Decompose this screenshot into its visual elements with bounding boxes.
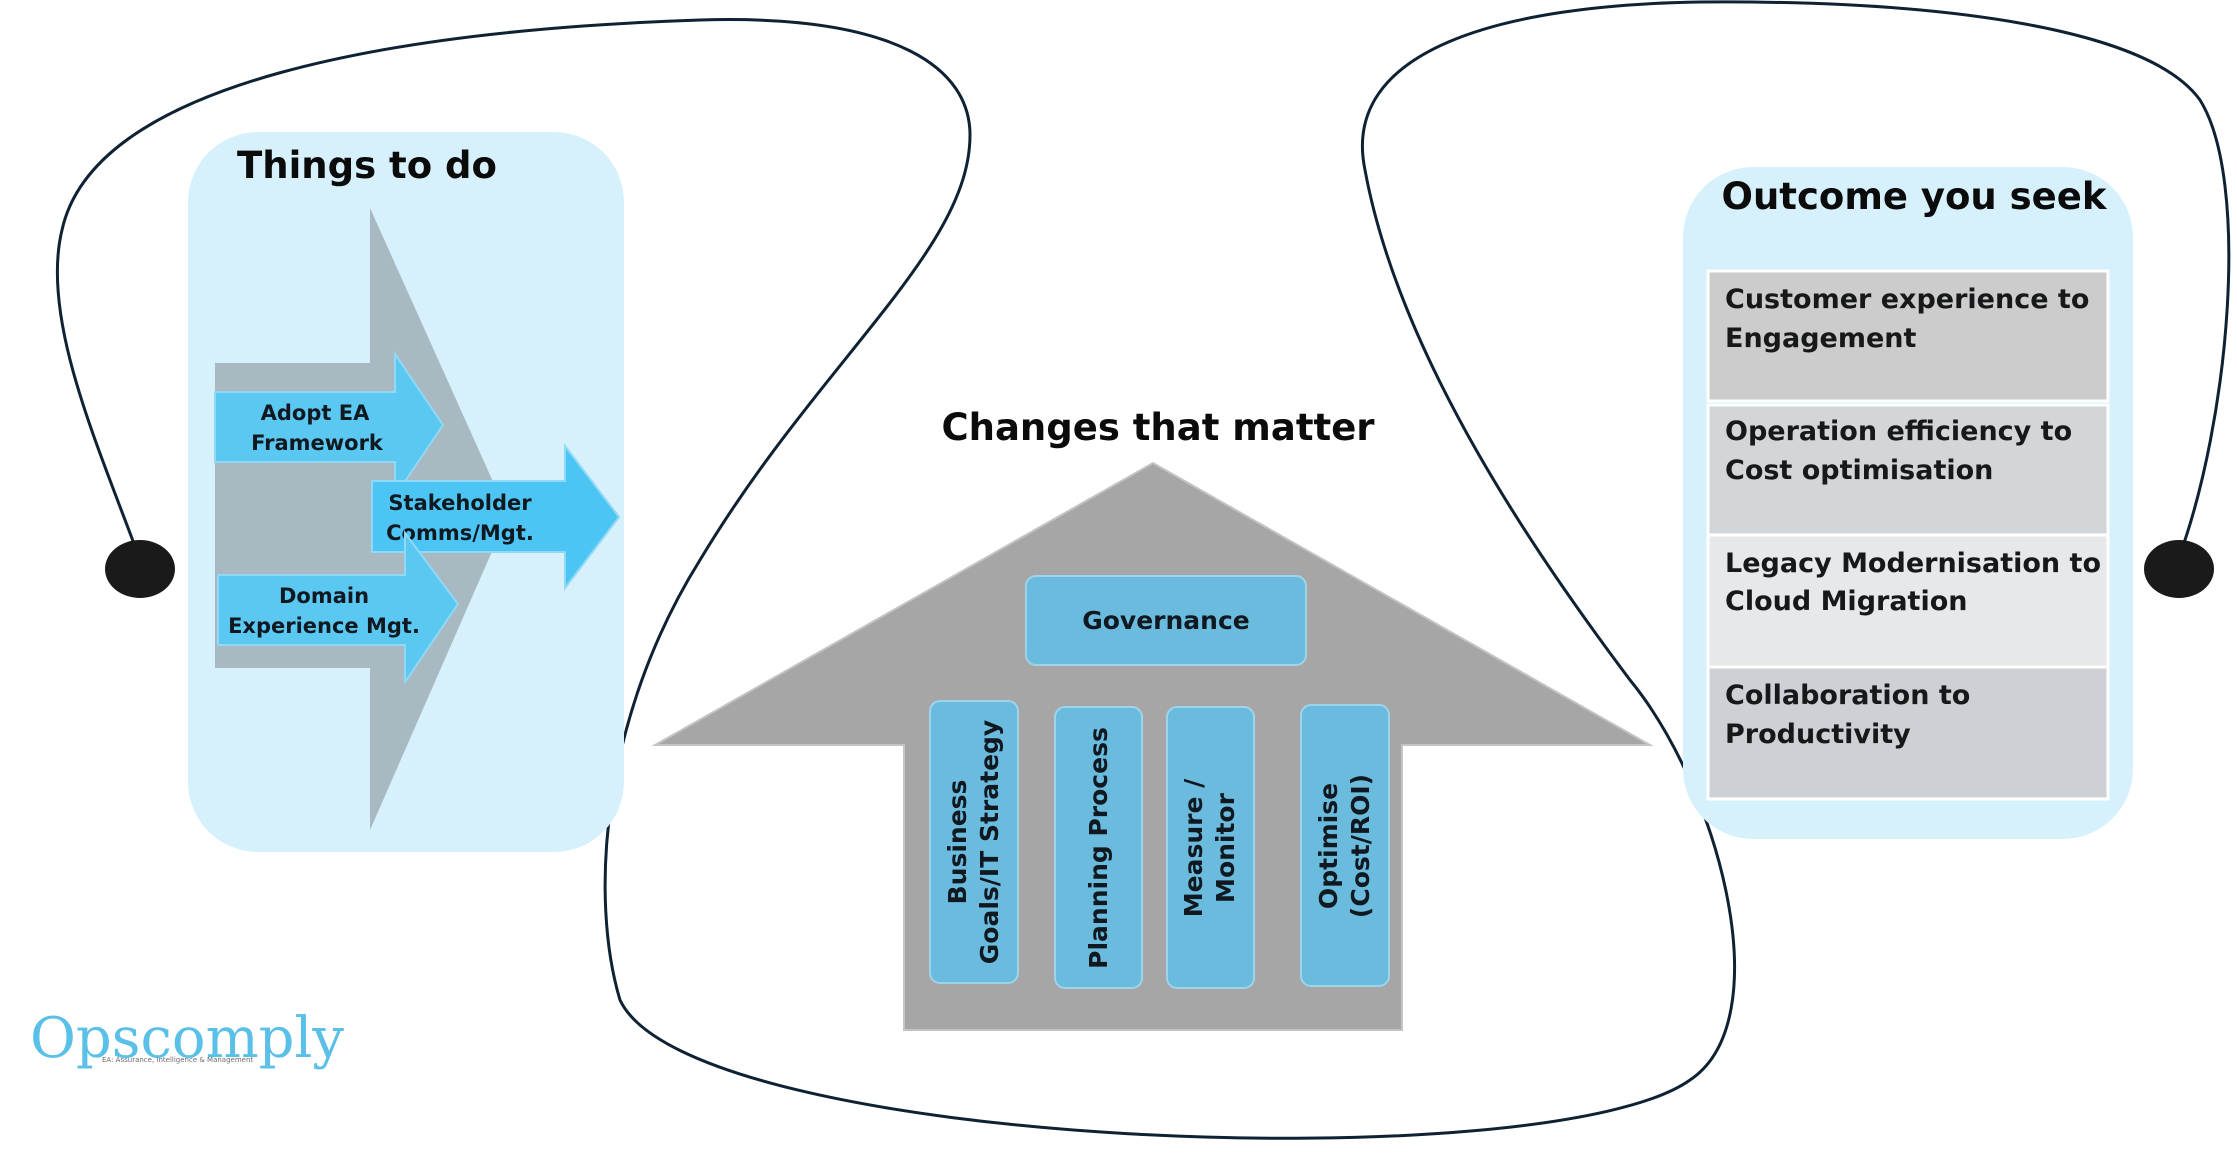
- pillar-measure-monitor-label-line2: Monitor: [1211, 792, 1240, 903]
- house-shape: [651, 461, 1654, 1031]
- adopt-ea-label: Adopt EA: [261, 401, 370, 425]
- governance-label: Governance: [1082, 606, 1250, 635]
- changes-house: Changes that matter Governance Business …: [651, 406, 1654, 1031]
- pillar-measure-monitor: [1166, 706, 1255, 989]
- stakeholder-label: Stakeholder: [388, 491, 532, 515]
- outcome-item-4-label-line2: Productivity: [1725, 719, 1911, 750]
- logo-wordmark: Opscomply: [30, 1006, 344, 1071]
- pillar-planning-process: [1054, 706, 1143, 989]
- right-knob: [2144, 540, 2214, 598]
- pillar-optimise: [1300, 704, 1390, 987]
- left-loop-outline: [55, 0, 2231, 1140]
- pillar-measure-monitor-label: Measure /: [1179, 778, 1208, 917]
- outcome-item-2-label: Operation efficiency to: [1725, 416, 2072, 447]
- left-knob: [105, 540, 175, 598]
- adopt-ea-label-line2: Framework: [251, 431, 384, 455]
- pillar-business-goals-label-line2: Goals/IT Strategy: [975, 720, 1004, 964]
- domain-arrow: [217, 529, 460, 686]
- outcome-item-1-box: [1706, 269, 2110, 403]
- outcome-item-3-label-line2: Cloud Migration: [1725, 586, 1968, 617]
- outcome-item-4-box: [1706, 665, 2110, 801]
- big-gray-arrow: [215, 208, 508, 830]
- governance-box: [1025, 575, 1307, 666]
- outcome-item-2-box: [1706, 403, 2110, 537]
- outcome-title: Outcome you seek: [1722, 175, 2108, 218]
- outcome-panel: Outcome you seek Customer experience to …: [1683, 167, 2133, 839]
- domain-label: Domain: [279, 584, 369, 608]
- adopt-ea-arrow: [214, 350, 445, 500]
- logo-tagline: EA: Assurance, Intelligence & Management: [102, 1056, 253, 1064]
- outcome-item-2-label-line2: Cost optimisation: [1725, 455, 1993, 486]
- pillar-business-goals: [929, 700, 1019, 984]
- outcome-item-1-label-line2: Engagement: [1725, 323, 1917, 354]
- pillar-business-goals-label: Business: [943, 780, 972, 905]
- opscomply-logo: Opscomply EA: Assurance, Intelligence & …: [30, 1006, 344, 1071]
- outcome-item-4-label: Collaboration to: [1725, 680, 1970, 711]
- things-to-do-title: Things to do: [237, 144, 497, 187]
- pillar-optimise-label: Optimise: [1314, 783, 1343, 909]
- pillar-planning-process-label: Planning Process: [1084, 727, 1113, 969]
- changes-title: Changes that matter: [941, 406, 1375, 449]
- domain-label-line2: Experience Mgt.: [228, 614, 420, 638]
- outcome-item-3-box: [1706, 533, 2110, 669]
- things-to-do-panel: Things to do Adopt EA Framework Stakehol…: [188, 132, 624, 852]
- outcome-item-3-label: Legacy Modernisation to: [1725, 548, 2101, 579]
- outcome-item-1-label: Customer experience to: [1725, 284, 2089, 315]
- pillar-optimise-label-line2: (Cost/ROI): [1346, 774, 1375, 918]
